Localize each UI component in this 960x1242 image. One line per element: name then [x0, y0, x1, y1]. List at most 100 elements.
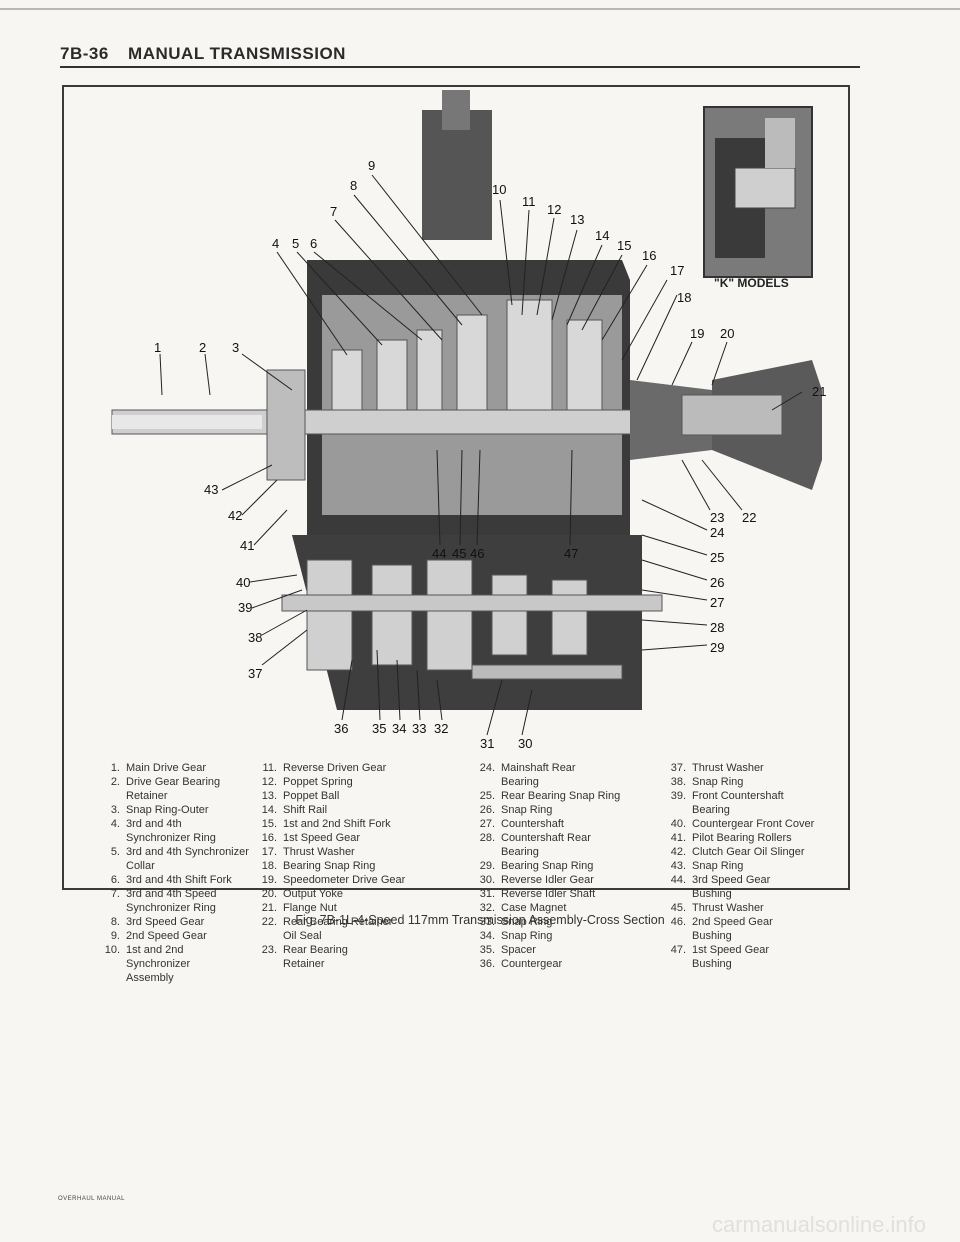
- section-number: 7B-36: [60, 44, 109, 63]
- legend-item: 29.Bearing Snap Ring: [479, 860, 594, 872]
- legend-item: 20.Output Yoke: [261, 888, 343, 900]
- legend-item: 15.1st and 2nd Shift Fork: [261, 818, 391, 830]
- callout-37: 37: [248, 666, 262, 681]
- legend-item: 1.Main Drive Gear: [110, 762, 207, 774]
- k-models-label: "K" MODELS: [714, 276, 789, 290]
- callout-33: 33: [412, 721, 426, 736]
- callout-44: 44: [432, 546, 446, 561]
- legend-item: 34.Snap Ring: [479, 930, 553, 942]
- legend-item: 18.Bearing Snap Ring: [261, 860, 376, 872]
- callout-30: 30: [518, 736, 532, 750]
- callout-2: 2: [199, 340, 206, 355]
- callout-36: 36: [334, 721, 348, 736]
- top-edge-rule: [0, 8, 960, 10]
- callout-41: 41: [240, 538, 254, 553]
- page-header: 7B-36 MANUAL TRANSMISSION: [60, 44, 346, 64]
- legend-item: 38.Snap Ring: [670, 776, 744, 788]
- callout-15: 15: [617, 238, 631, 253]
- k-models-inset-photo: [703, 106, 813, 278]
- callout-19: 19: [690, 326, 704, 341]
- legend-item: 36.Countergear: [479, 958, 563, 970]
- callout-32: 32: [434, 721, 448, 736]
- callout-9: 9: [368, 158, 375, 173]
- legend-item: 4.3rd and 4th Synchronizer Ring: [110, 818, 216, 844]
- callout-leaders: [159, 174, 803, 736]
- legend-item: 41.Pilot Bearing Rollers: [670, 832, 792, 844]
- figure-frame: [62, 85, 850, 890]
- callout-47: 47: [564, 546, 578, 561]
- callout-45: 45: [452, 546, 466, 561]
- legend-item: 11.Reverse Driven Gear: [262, 762, 387, 774]
- callout-20: 20: [720, 326, 734, 341]
- callout-31: 31: [480, 736, 494, 750]
- callout-46: 46: [470, 546, 484, 561]
- callout-7: 7: [330, 204, 337, 219]
- parts-legend-col-3: 24.Mainshaft Rear Bearing 25.Rear Bearin…: [473, 761, 651, 971]
- legend-item: 21.Flange Nut: [261, 902, 337, 914]
- page-footer: OVERHAUL MANUAL: [58, 1196, 125, 1202]
- legend-item: 28.Countershaft Rear Bearing: [479, 832, 591, 858]
- callout-43: 43: [204, 482, 218, 497]
- legend-item: 44.3rd Speed Gear Bushing: [670, 874, 771, 900]
- figure-caption: Fig. 7B-1L-4-Speed 117mm Transmission As…: [295, 913, 665, 927]
- legend-item: 42.Clutch Gear Oil Slinger: [670, 846, 805, 858]
- legend-item: 46.2nd Speed Gear Bushing: [670, 916, 773, 942]
- legend-item: 16.1st Speed Gear: [261, 832, 361, 844]
- parts-legend-col-4: 37.Thrust Washer 38.Snap Ring 39.Front C…: [664, 761, 842, 971]
- callout-25: 25: [710, 550, 724, 565]
- callout-39: 39: [238, 600, 252, 615]
- callout-17: 17: [670, 263, 684, 278]
- callout-14: 14: [595, 228, 609, 243]
- legend-item: 10.1st and 2nd Synchronizer Assembly: [104, 944, 191, 984]
- callout-numbers: 1 2 3 4 5 6 7 8 9 10 11 12 13 14 15 16 1…: [154, 158, 826, 750]
- callout-21: 21: [812, 384, 826, 399]
- callout-6: 6: [310, 236, 317, 251]
- callout-13: 13: [570, 212, 584, 227]
- countergear-cluster: [306, 559, 588, 671]
- legend-item: 37.Thrust Washer: [670, 762, 764, 774]
- shift-tower: [422, 110, 492, 240]
- legend-item: 19.Speedometer Drive Gear: [261, 874, 406, 886]
- legend-item: 5.3rd and 4th Synchronizer Collar: [110, 846, 249, 872]
- callout-27: 27: [710, 595, 724, 610]
- parts-legend-col-2: 11.Reverse Driven Gear 12.Poppet Spring …: [255, 761, 433, 971]
- callout-3: 3: [232, 340, 239, 355]
- legend-item: 43.Snap Ring: [670, 860, 744, 872]
- legend-item: 13.Poppet Ball: [261, 790, 340, 802]
- legend-item: 30.Reverse Idler Gear: [479, 874, 594, 886]
- legend-item: 17.Thrust Washer: [261, 846, 355, 858]
- header-rule: [60, 66, 860, 68]
- callout-8: 8: [350, 178, 357, 193]
- legend-item: 25.Rear Bearing Snap Ring: [479, 790, 621, 802]
- legend-item: 32.Case Magnet: [479, 902, 567, 914]
- legend-item: 47.1st Speed Gear Bushing: [670, 944, 770, 970]
- callout-11: 11: [522, 194, 536, 209]
- legend-item: 12.Poppet Spring: [261, 776, 353, 788]
- front-bearing-retainer: [266, 369, 306, 481]
- callout-38: 38: [248, 630, 262, 645]
- legend-item: 40.Countergear Front Cover: [670, 818, 815, 830]
- legend-item: 33.Snap Ring: [479, 916, 553, 928]
- callout-10: 10: [492, 182, 506, 197]
- legend-item: 23.Rear Bearing Retainer: [261, 944, 348, 970]
- legend-item: 3.Snap Ring-Outer: [110, 804, 209, 816]
- legend-item: 35.Spacer: [479, 944, 536, 956]
- callout-26: 26: [710, 575, 724, 590]
- callout-5: 5: [292, 236, 299, 251]
- callout-34: 34: [392, 721, 406, 736]
- callout-23: 23: [710, 510, 724, 525]
- callout-29: 29: [710, 640, 724, 655]
- legend-item: 6.3rd and 4th Shift Fork: [110, 874, 232, 886]
- callout-42: 42: [228, 508, 242, 523]
- legend-item: 31.Reverse Idler Shaft: [479, 888, 596, 900]
- transmission-cross-section-illustration: 1 2 3 4 5 6 7 8 9 10 11 12 13 14 15 16 1…: [111, 90, 826, 750]
- legend-item: 39.Front Countershaft Bearing: [670, 790, 784, 816]
- legend-item: 9.2nd Speed Gear: [110, 930, 207, 942]
- reverse-idler-shaft: [471, 664, 623, 680]
- callout-12: 12: [547, 202, 561, 217]
- legend-item: 14.Shift Rail: [261, 804, 328, 816]
- legend-item: 26.Snap Ring: [479, 804, 553, 816]
- page-title: MANUAL TRANSMISSION: [128, 44, 346, 63]
- callout-18: 18: [677, 290, 691, 305]
- legend-item: 27.Countershaft: [479, 818, 564, 830]
